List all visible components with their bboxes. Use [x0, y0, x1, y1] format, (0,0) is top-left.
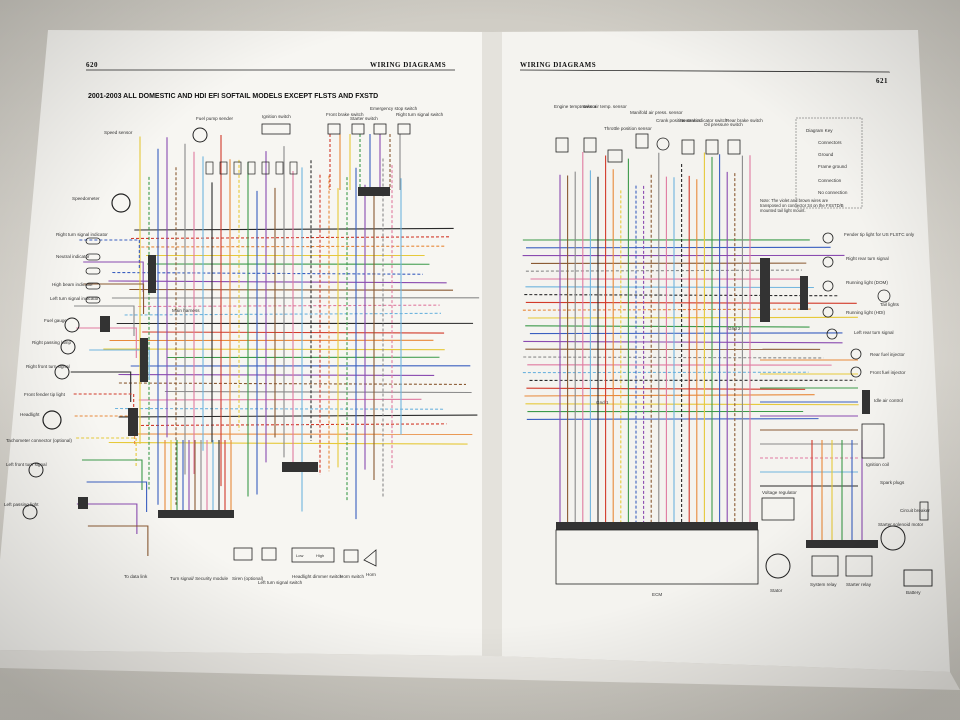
label-starter-switch: Starter switch: [350, 116, 378, 121]
label-ignition-coil: Ignition coil: [866, 462, 889, 467]
label-throttle-position: Throttle position sensor: [604, 126, 652, 131]
label-left-rear-turn: Left rear turn signal: [854, 330, 894, 335]
handlebar-switch-connector: [358, 187, 390, 196]
connector-block: [100, 316, 110, 332]
wire: [138, 398, 422, 401]
connector-block: [78, 497, 88, 509]
wire: [129, 288, 454, 291]
label-right-turn-switch: Right turn signal switch: [396, 112, 444, 117]
relay-connector: [806, 540, 878, 548]
label-fuel-gauge: Fuel gauge: [44, 318, 67, 323]
label-intake-air-temp: Intake air temp. sensor: [580, 104, 627, 109]
diagram-key-title: Diagram Key: [806, 128, 833, 133]
turn-signal-module-connector: [158, 510, 234, 518]
left-running-header: WIRING DIAGRAMS: [370, 61, 446, 69]
label-horn-switch: Horn switch: [340, 574, 364, 579]
label-front-fender-tip: Front fender tip light: [24, 392, 66, 397]
label-running-light-hdi: Running light (HDI): [846, 310, 886, 315]
wire: [527, 316, 858, 319]
label-dimmer-high: High: [316, 553, 324, 558]
label-gnd-2: Gnd 2: [728, 326, 741, 331]
label-headlight: Headlight: [20, 412, 40, 417]
label-circuit-breaker: Circuit breaker: [900, 508, 930, 513]
gutter-shadow: [482, 32, 502, 656]
label-spark-plugs: Spark plugs: [880, 480, 905, 485]
label-idle-air-control: Idle air control: [874, 398, 903, 403]
label-speed-sensor: Speed sensor: [104, 130, 133, 135]
key-connection: Connection: [818, 178, 842, 183]
label-battery: Battery: [906, 590, 921, 595]
wire: [526, 418, 819, 420]
headlight-connector: [282, 462, 318, 472]
transposed-wires-note: Note: The violet and brown wires are tra…: [760, 198, 844, 213]
label-rear-brake: Rear brake switch: [726, 118, 763, 123]
connector-block: [140, 338, 148, 382]
right-page-number: 621: [876, 77, 888, 85]
label-stator: Stator: [770, 588, 783, 593]
label-right-turn-indicator: Right turn signal indicator: [56, 232, 108, 237]
label-ignition-switch: Ignition switch: [262, 114, 291, 119]
label-horn: Horn: [366, 572, 376, 577]
label-tail-lights: Tail lights: [880, 302, 900, 307]
label-front-fuel-injector: Front fuel injector: [870, 370, 906, 375]
label-dimmer-low: Low: [296, 553, 303, 558]
label-speedometer: Speedometer: [72, 196, 100, 201]
key-ground: Ground: [818, 152, 834, 157]
left-page-number: 620: [86, 61, 98, 69]
wire: [529, 332, 843, 335]
label-dimmer-switch: Headlight dimmer switch: [292, 574, 342, 579]
diagram-title: 2001-2003 ALL DOMESTIC AND HDI EFI SOFTA…: [88, 93, 378, 100]
label-right-passing-lamp: Right passing lamp: [32, 340, 72, 345]
label-rear-fuel-injector: Rear fuel injector: [870, 352, 905, 357]
label-emergency-stop: Emergency stop switch: [370, 106, 418, 111]
label-left-front-turn: Left front turn signal: [6, 462, 47, 467]
label-starter-relay: Starter relay: [846, 582, 872, 587]
key-frame-ground: Frame ground: [818, 164, 847, 169]
label-gnd-1: Gnd 1: [596, 400, 609, 405]
connector-block: [128, 408, 138, 436]
key-no-connection: No connection: [818, 190, 848, 195]
label-turn-signal-module: Turn signal/ Security module: [170, 576, 228, 581]
label-tach-connector: Tachometer connector (optional): [6, 438, 72, 443]
label-left-turn-switch: Left turn signal switch: [258, 580, 303, 585]
label-starter-motor: Starter solenoid motor: [878, 522, 924, 527]
label-fuel-pump-sender: Fuel pump sender: [196, 116, 233, 121]
label-main-harness: Main harness: [172, 308, 200, 313]
label-right-rear-turn: Right rear turn signal: [846, 256, 889, 261]
label-fender-tip-light: Fender tip light for US FLSTC only: [844, 232, 915, 237]
label-running-light-dom: Running light (DOM): [846, 280, 888, 285]
label-system-relay: System relay: [810, 582, 837, 587]
key-connectors: Connectors: [818, 140, 842, 145]
rear-lighting-connector: [760, 258, 770, 322]
label-neutral-indicator: Neutral indicator: [56, 254, 90, 259]
label-left-turn-indicator: Left turn signal indicator: [50, 296, 99, 301]
idle-air-control-connector: [862, 390, 870, 414]
ecm-connector: [556, 522, 758, 530]
label-left-passing: Left passing light: [4, 502, 39, 507]
tail-light-connector: [800, 276, 808, 310]
label-high-beam-indicator: High beam indicator: [52, 282, 93, 287]
wire: [526, 246, 831, 249]
label-right-front-turn: Right front turn signal: [26, 364, 70, 369]
connector-block: [148, 255, 156, 293]
wire: [103, 348, 445, 351]
right-running-header: WIRING DIAGRAMS: [520, 61, 596, 69]
label-voltage-regulator: Voltage regulator: [762, 490, 797, 495]
wire: [525, 286, 814, 289]
label-ecm: ECM: [652, 592, 662, 597]
label-manifold-air-press: Manifold air press. sensor: [630, 110, 683, 115]
label-data-link: To data link: [124, 574, 148, 579]
